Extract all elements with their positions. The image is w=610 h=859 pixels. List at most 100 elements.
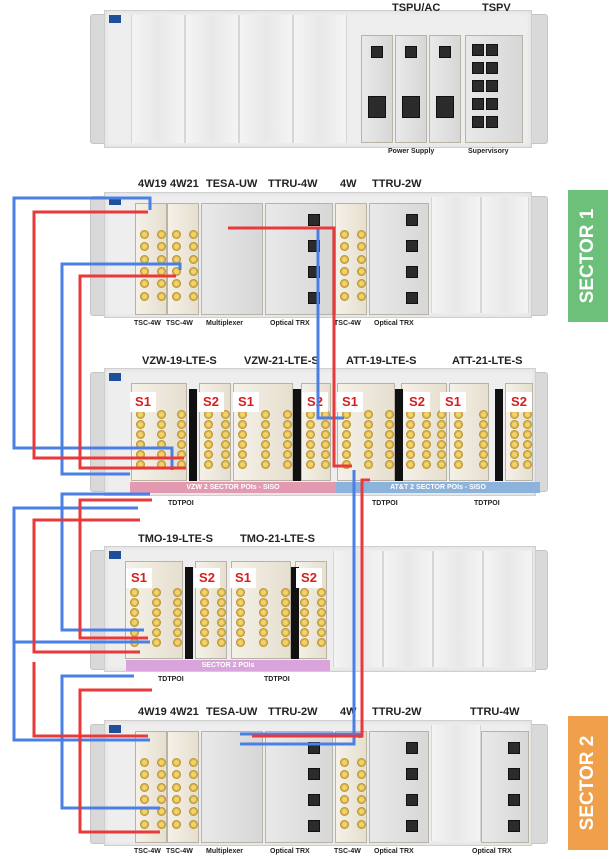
s1-badge: S1 bbox=[337, 392, 363, 412]
logo-icon bbox=[109, 15, 121, 23]
s2-badge: S2 bbox=[506, 392, 532, 412]
sma-connector-icon bbox=[340, 267, 349, 276]
s2-badge: S2 bbox=[302, 392, 328, 412]
sma-connector-icon bbox=[385, 420, 394, 429]
power-supply-module bbox=[361, 35, 393, 143]
sma-connector-icon bbox=[340, 758, 349, 767]
sma-connector-icon bbox=[342, 450, 351, 459]
sma-connector-icon bbox=[364, 430, 373, 439]
sma-connector-icon bbox=[317, 588, 326, 597]
sma-connector-icon bbox=[204, 430, 213, 439]
sma-connector-icon bbox=[437, 420, 446, 429]
optical-port-icon bbox=[508, 768, 520, 780]
sma-connector-icon bbox=[422, 460, 431, 469]
sma-connector-icon bbox=[157, 460, 166, 469]
module-label: TSPV bbox=[482, 2, 511, 14]
sma-connector-icon bbox=[281, 598, 290, 607]
sma-connector-icon bbox=[422, 420, 431, 429]
sma-connector-icon bbox=[204, 420, 213, 429]
sma-connector-icon bbox=[364, 460, 373, 469]
s1-badge: S1 bbox=[126, 568, 152, 588]
blank-panel bbox=[131, 15, 185, 143]
ethernet-port-icon bbox=[472, 44, 484, 56]
sector-label: SECTOR 1 bbox=[577, 209, 599, 304]
sma-connector-icon bbox=[136, 430, 145, 439]
module-caption: TDTPOI bbox=[474, 500, 500, 507]
optical-port-icon bbox=[508, 820, 520, 832]
logo-icon bbox=[109, 551, 121, 559]
sma-connector-icon bbox=[177, 430, 186, 439]
sma-connector-icon bbox=[172, 770, 181, 779]
sma-connector-icon bbox=[172, 279, 181, 288]
sma-connector-icon bbox=[300, 618, 309, 627]
sma-connector-icon bbox=[306, 460, 315, 469]
sma-connector-icon bbox=[259, 638, 268, 647]
sma-connector-icon bbox=[157, 242, 166, 251]
optical-port-icon bbox=[406, 742, 418, 754]
sma-connector-icon bbox=[300, 608, 309, 617]
sma-connector-icon bbox=[152, 588, 161, 597]
sma-connector-icon bbox=[177, 420, 186, 429]
sma-connector-icon bbox=[189, 292, 198, 301]
sma-connector-icon bbox=[437, 460, 446, 469]
sma-connector-icon bbox=[173, 588, 182, 597]
chassis-sector-1 bbox=[104, 192, 532, 318]
sma-connector-icon bbox=[406, 460, 415, 469]
poi-label: VZW-19-LTE-S bbox=[142, 355, 217, 367]
optical-port-icon bbox=[308, 214, 320, 226]
optical-port-icon bbox=[406, 240, 418, 252]
module-label: TTRU-4W bbox=[268, 178, 318, 190]
module-label: 4W21 bbox=[170, 706, 199, 718]
sma-connector-icon bbox=[173, 628, 182, 637]
chassis-poi-2 bbox=[104, 546, 536, 672]
sma-connector-icon bbox=[281, 618, 290, 627]
sma-connector-icon bbox=[340, 783, 349, 792]
sma-connector-icon bbox=[300, 598, 309, 607]
sma-connector-icon bbox=[189, 255, 198, 264]
blank-panel bbox=[239, 15, 293, 143]
sma-connector-icon bbox=[172, 795, 181, 804]
sma-connector-icon bbox=[261, 450, 270, 459]
sma-connector-icon bbox=[217, 638, 226, 647]
sma-connector-icon bbox=[157, 758, 166, 767]
sma-connector-icon bbox=[130, 588, 139, 597]
sma-connector-icon bbox=[172, 267, 181, 276]
sma-connector-icon bbox=[157, 820, 166, 829]
optical-port-icon bbox=[406, 820, 418, 832]
multiplexer-module bbox=[201, 203, 263, 315]
sma-connector-icon bbox=[437, 440, 446, 449]
sma-connector-icon bbox=[357, 267, 366, 276]
sma-connector-icon bbox=[281, 588, 290, 597]
sma-connector-icon bbox=[236, 588, 245, 597]
sma-connector-icon bbox=[204, 450, 213, 459]
sma-connector-icon bbox=[238, 450, 247, 459]
sma-connector-icon bbox=[200, 598, 209, 607]
sma-connector-icon bbox=[261, 460, 270, 469]
sma-connector-icon bbox=[189, 795, 198, 804]
sma-connector-icon bbox=[454, 450, 463, 459]
sma-connector-icon bbox=[157, 410, 166, 419]
sma-connector-icon bbox=[281, 628, 290, 637]
module-caption: Optical TRX bbox=[374, 320, 414, 327]
chassis-poi-1 bbox=[104, 368, 536, 496]
sma-connector-icon bbox=[357, 795, 366, 804]
sma-connector-icon bbox=[157, 279, 166, 288]
blank-panel bbox=[293, 15, 347, 143]
divider bbox=[185, 567, 193, 659]
sma-connector-icon bbox=[236, 628, 245, 637]
power-socket-icon bbox=[368, 96, 386, 118]
sma-connector-icon bbox=[236, 638, 245, 647]
optical-port-icon bbox=[308, 794, 320, 806]
sma-connector-icon bbox=[157, 230, 166, 239]
ethernet-port-icon bbox=[486, 44, 498, 56]
sma-connector-icon bbox=[157, 770, 166, 779]
sma-connector-icon bbox=[140, 255, 149, 264]
sma-connector-icon bbox=[172, 292, 181, 301]
module-label: 4W19 bbox=[138, 706, 167, 718]
sma-connector-icon bbox=[221, 450, 230, 459]
sma-connector-icon bbox=[454, 420, 463, 429]
module-caption: Multiplexer bbox=[206, 848, 243, 855]
sma-connector-icon bbox=[306, 430, 315, 439]
sma-connector-icon bbox=[385, 440, 394, 449]
sma-connector-icon bbox=[357, 758, 366, 767]
